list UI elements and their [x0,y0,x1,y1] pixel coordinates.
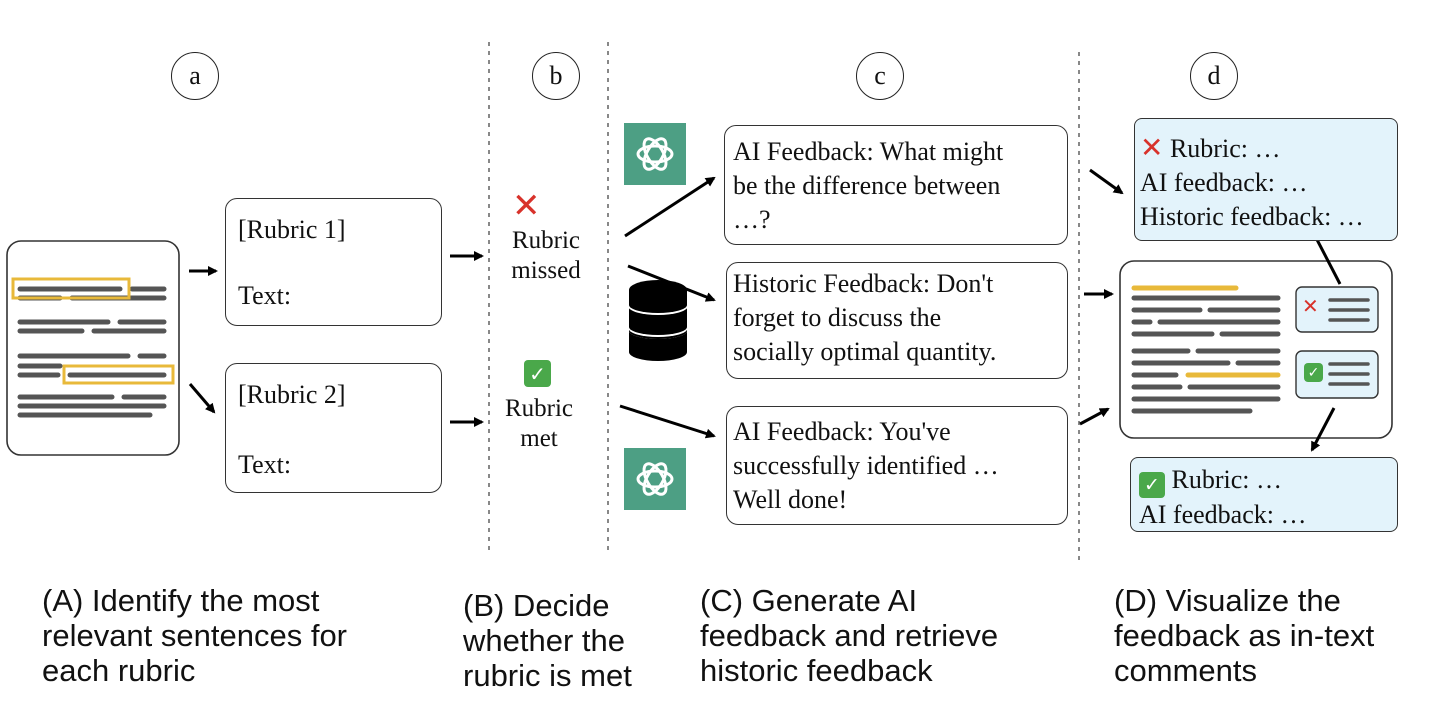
database-icon [629,280,687,361]
comment-text: ✕ Rubric: … AI feedback: … Historic feed… [1140,131,1364,231]
cross-mark-icon: ✕ [1302,294,1319,318]
check-mark-icon: ✓ [1304,363,1323,382]
arrow-doc-to-rubric2 [188,383,216,414]
rubric-title: [Rubric 1] [238,215,346,244]
ai-feedback-box-1: AI Feedback: What might be the differenc… [724,125,1068,245]
ai-feedback-box-2: AI Feedback: You've successfully identif… [726,406,1068,525]
openai-logo-icon [624,448,686,510]
caption-d: (D) Visualize the feedback as in-text co… [1114,583,1375,688]
caption-a: (A) Identify the most relevant sentences… [42,583,348,688]
openai-logo-icon [624,123,686,185]
decision-line: missed [511,257,581,284]
feedback-text: Historic Feedback: Don't forget to discu… [733,269,997,366]
source-document [6,240,180,456]
rubric-text-label: Text: [238,281,292,310]
decision-line: met [520,425,558,452]
arrow-feedback1-to-comment [1089,168,1124,195]
decision-missed: Rubric missed [496,226,596,286]
check-mark-icon: ✓ [524,360,551,387]
arrow-missed-to-ai-feedback [624,176,716,238]
arrow-comment-to-bottom [1310,407,1336,452]
comment-box-missed: ✕ Rubric: … AI feedback: … Historic feed… [1134,118,1398,241]
comment-box-met: ✓ Rubric: … AI feedback: … [1130,457,1398,532]
decision-met: Rubric met [496,394,582,454]
cross-mark-icon: ✕ [1140,131,1164,164]
rubric-text-label: Text: [238,450,292,479]
commented-document [1119,260,1393,439]
arrow-feedback3-to-doc [1079,407,1110,426]
caption-b: (B) Decide whether the rubric is met [463,588,632,693]
caption-c: (C) Generate AI feedback and retrieve hi… [700,583,999,688]
feedback-text: AI Feedback: You've successfully identif… [733,417,999,514]
rubric-box-1: [Rubric 1] Text: [225,198,442,326]
rubric-title: [Rubric 2] [238,380,346,409]
rubric-box-2: [Rubric 2] Text: [225,363,442,493]
cross-mark-icon: ✕ [512,186,541,226]
panel-label-b: b [532,52,580,100]
feedback-text: AI Feedback: What might be the differenc… [733,137,1004,234]
panel-label-a: a [171,52,219,100]
panel-label-c: c [856,52,904,100]
panel-label-d: d [1190,52,1238,100]
check-mark-icon: ✓ [1139,472,1165,498]
historic-feedback-box: Historic Feedback: Don't forget to discu… [726,262,1068,379]
decision-line: Rubric [504,395,574,422]
decision-line: Rubric [511,227,581,254]
arrow-met-to-ai-feedback [619,404,716,439]
comment-text: ✓ Rubric: … AI feedback: … [1139,465,1307,529]
